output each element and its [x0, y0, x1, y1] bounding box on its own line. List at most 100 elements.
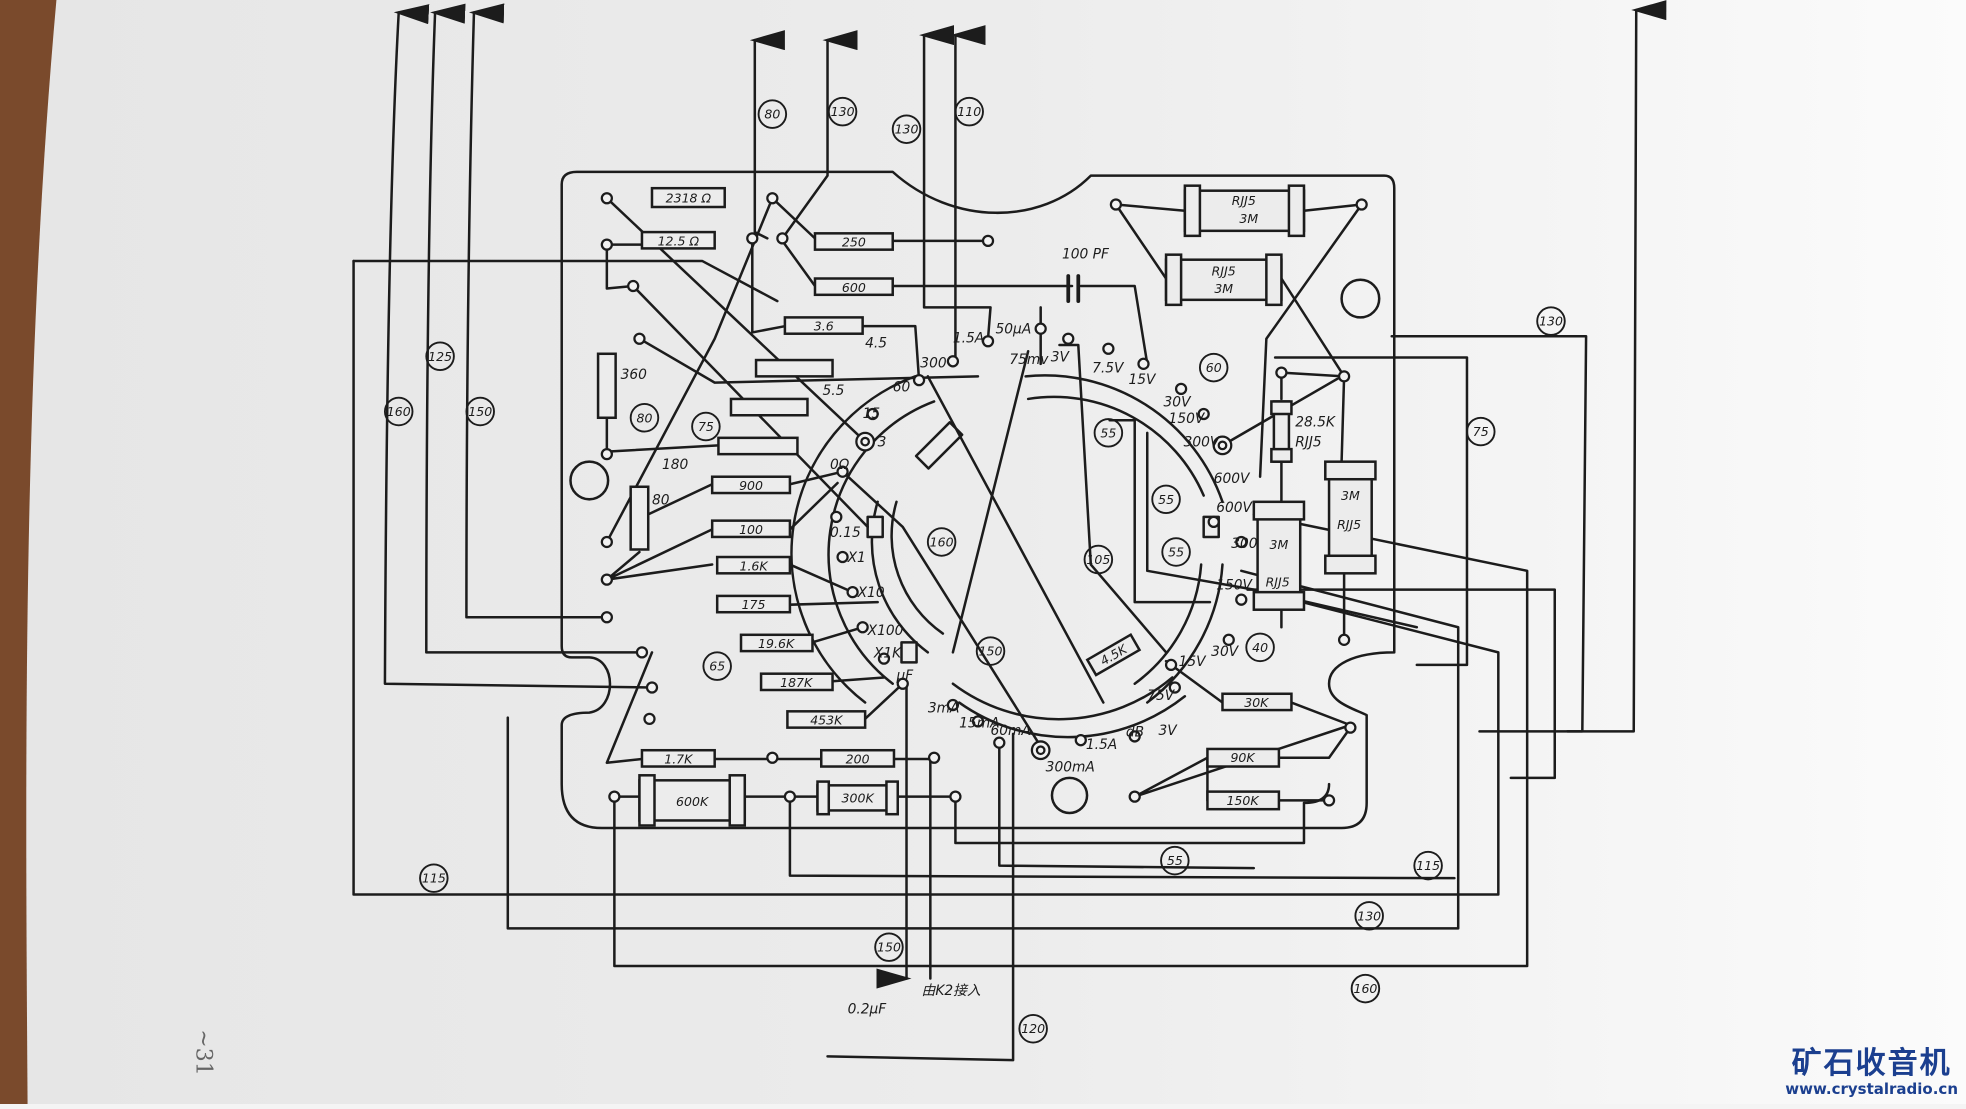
svg-text:55: 55 — [1168, 544, 1184, 559]
svg-text:200: 200 — [846, 751, 870, 766]
svg-text:μF: μF — [895, 668, 914, 684]
svg-text:150: 150 — [877, 940, 901, 955]
svg-text:115: 115 — [422, 871, 446, 886]
svg-text:300mA: 300mA — [1046, 760, 1095, 776]
svg-text:1.5A: 1.5A — [1086, 737, 1117, 753]
svg-text:80: 80 — [652, 492, 670, 508]
svg-text:RJJ5: RJJ5 — [1212, 263, 1236, 278]
svg-text:7.5V: 7.5V — [1092, 361, 1125, 377]
svg-text:90K: 90K — [1230, 750, 1256, 765]
note-0-2uf: 0.2μF — [848, 1002, 888, 1018]
resistor-100: 100 — [712, 521, 790, 537]
svg-text:55: 55 — [1167, 853, 1183, 868]
svg-text:115: 115 — [1416, 858, 1440, 873]
svg-text:130: 130 — [1357, 908, 1381, 923]
pot-label-5-5: 5.5 — [823, 383, 845, 399]
svg-text:X1K: X1K — [873, 645, 902, 661]
svg-text:75: 75 — [1473, 424, 1489, 439]
svg-text:RJJ5: RJJ5 — [1266, 575, 1290, 590]
resistor-rjj5-3m-top: RJJ5 3M — [1185, 186, 1304, 236]
svg-text:55: 55 — [1100, 425, 1116, 440]
svg-text:300: 300 — [920, 356, 947, 372]
svg-text:130: 130 — [831, 104, 855, 119]
svg-text:600: 600 — [842, 280, 866, 295]
svg-text:3mA: 3mA — [928, 701, 960, 717]
svg-text:X10: X10 — [857, 585, 885, 601]
svg-text:3: 3 — [878, 435, 887, 451]
svg-text:65: 65 — [709, 659, 725, 674]
svg-text:120: 120 — [1021, 1021, 1045, 1036]
watermark-url: www.crystalradio.cn — [1785, 1080, 1958, 1098]
potentiometer-180 — [718, 438, 797, 454]
paper-sheet — [26, 0, 1966, 1104]
svg-text:1.7K: 1.7K — [664, 751, 694, 766]
svg-text:250: 250 — [842, 235, 866, 250]
svg-text:600V: 600V — [1216, 500, 1253, 516]
svg-text:150: 150 — [979, 644, 1003, 659]
potentiometer-5-5 — [731, 399, 807, 415]
svg-text:160: 160 — [1353, 981, 1377, 996]
svg-text:130: 130 — [1539, 314, 1563, 329]
svg-text:3M: 3M — [1239, 211, 1258, 226]
svg-text:3M: 3M — [1341, 488, 1360, 503]
svg-text:187K: 187K — [780, 675, 814, 690]
resistor-250: 250 — [815, 233, 893, 249]
svg-text:75: 75 — [698, 419, 714, 434]
svg-text:30V: 30V — [1164, 394, 1193, 410]
svg-text:15V: 15V — [1128, 372, 1157, 388]
resistor-900: 900 — [712, 477, 790, 493]
svg-text:15mA: 15mA — [959, 716, 999, 732]
svg-text:15: 15 — [863, 406, 881, 422]
resistor-600: 600 — [815, 279, 893, 295]
svg-text:160: 160 — [387, 404, 411, 419]
resistor-rjj5-3m-second: RJJ5 3M — [1166, 255, 1281, 305]
svg-text:600V: 600V — [1214, 471, 1251, 487]
svg-text:60: 60 — [893, 379, 911, 395]
svg-text:28.5K: 28.5K — [1295, 415, 1336, 431]
resistor-187k: 187K — [761, 674, 832, 690]
resistor-19-6k: 19.6K — [741, 635, 812, 651]
capacitor-label: 100 PF — [1062, 246, 1110, 262]
svg-text:360: 360 — [621, 367, 648, 383]
svg-text:105: 105 — [1086, 552, 1110, 567]
resistor-1-6k: 1.6K — [717, 557, 790, 573]
svg-text:150V: 150V — [1216, 578, 1253, 594]
pot-label-4-5: 4.5 — [865, 336, 887, 352]
svg-text:75mv: 75mv — [1009, 352, 1049, 368]
svg-text:3V: 3V — [1051, 349, 1071, 365]
svg-text:150: 150 — [468, 404, 492, 419]
svg-text:12.5 Ω: 12.5 Ω — [658, 233, 700, 248]
svg-text:80: 80 — [764, 107, 780, 122]
resistor-30k: 30K — [1222, 694, 1291, 710]
svg-text:dB: dB — [1126, 724, 1144, 740]
svg-text:1.5A: 1.5A — [953, 330, 984, 346]
svg-text:125: 125 — [428, 349, 452, 364]
svg-text:130: 130 — [895, 122, 919, 137]
svg-text:X100: X100 — [867, 623, 904, 639]
note-k2-input: 由K2接入 — [922, 983, 981, 999]
svg-text:300K: 300K — [842, 790, 876, 805]
resistor-150k: 150K — [1207, 792, 1278, 810]
svg-text:453K: 453K — [810, 713, 844, 728]
watermark-logo: 矿石收音机 www.crystalradio.cn — [1785, 1048, 1958, 1098]
potentiometer-4-5 — [756, 360, 832, 376]
svg-text:19.6K: 19.6K — [758, 636, 796, 651]
svg-text:80: 80 — [636, 410, 652, 425]
svg-text:175: 175 — [742, 597, 766, 612]
resistor-300k: 300K — [817, 782, 897, 815]
svg-text:RJJ5: RJJ5 — [1232, 193, 1256, 208]
svg-text:60: 60 — [1206, 360, 1222, 375]
svg-text:50μA: 50μA — [996, 322, 1032, 338]
svg-text:600K: 600K — [676, 794, 710, 809]
resistor-3-6: 3.6 — [785, 317, 863, 333]
svg-text:30K: 30K — [1244, 695, 1270, 710]
svg-text:900: 900 — [739, 478, 763, 493]
svg-text:30V: 30V — [1211, 644, 1240, 660]
svg-text:RJJ5: RJJ5 — [1337, 517, 1361, 532]
svg-text:110: 110 — [957, 104, 981, 119]
resistor-453k: 453K — [787, 711, 865, 727]
svg-text:1.6K: 1.6K — [739, 558, 769, 573]
svg-text:55: 55 — [1158, 492, 1174, 507]
svg-text:3M: 3M — [1214, 281, 1233, 296]
svg-text:0Ω: 0Ω — [830, 457, 850, 473]
